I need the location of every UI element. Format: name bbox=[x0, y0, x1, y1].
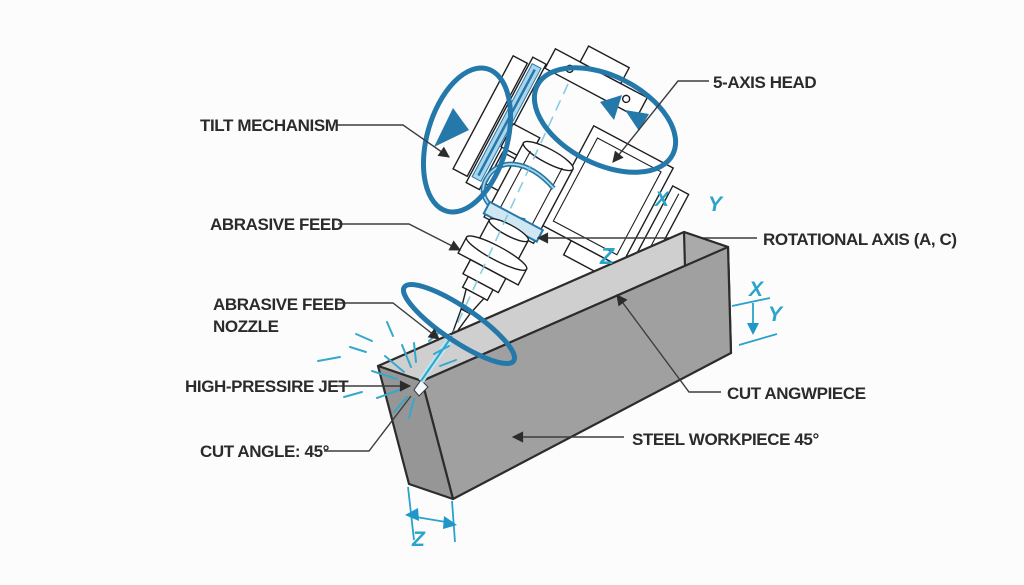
water-jet bbox=[420, 335, 453, 382]
c-axis-arrowhead-2 bbox=[625, 110, 649, 131]
leader-cut-workpiece bbox=[616, 294, 721, 393]
tilt-rotation-arrowhead bbox=[434, 108, 469, 147]
bolt bbox=[621, 94, 631, 104]
leader-cut-angle bbox=[324, 395, 412, 452]
label-tilt-mechanism: TILT MECHANISM bbox=[200, 116, 339, 135]
nozzle-rotation-ellipse bbox=[400, 281, 518, 367]
dim-z-label: Z bbox=[411, 528, 426, 551]
leader-abrasive-feed-nozzle bbox=[336, 302, 440, 340]
leader-tilt-mechanism bbox=[337, 124, 450, 158]
label-abrasive-feed-nozzle-line1: ABRASIVE FEED bbox=[213, 295, 346, 314]
guide-core bbox=[477, 68, 536, 177]
tilt-rotation-ellipse bbox=[420, 65, 514, 215]
dim-x-label: X bbox=[748, 278, 765, 301]
dim-left-arrowhead bbox=[405, 508, 419, 521]
workpiece-left-face bbox=[376, 364, 455, 501]
label-cut-angle: CUT ANGLE: 45° bbox=[200, 442, 330, 461]
dim-marker-bottom: Z bbox=[405, 486, 457, 551]
c-axis-rotation-ellipse bbox=[531, 65, 679, 175]
c-axis-arrowhead bbox=[600, 95, 622, 120]
leader-five-axis-head bbox=[612, 80, 709, 163]
label-abrasive-feed: ABRASIVE FEED bbox=[210, 215, 343, 234]
axis-x-label: X bbox=[654, 188, 671, 211]
label-cut-workpiece: CUT ANGWPIECE bbox=[727, 384, 866, 403]
label-abrasive-feed-nozzle-line2: NOZZLE bbox=[213, 317, 279, 336]
axis-y-label: Y bbox=[708, 193, 724, 216]
dim-marker-right: X Y bbox=[731, 278, 784, 346]
dim-y-label: Y bbox=[768, 303, 784, 326]
cut-kerf-notch bbox=[413, 379, 429, 397]
rail-plate bbox=[452, 54, 529, 178]
workpiece bbox=[376, 230, 733, 501]
dim-down-arrowhead bbox=[747, 323, 759, 335]
label-steel-workpiece: STEEL WORKPIECE 45° bbox=[632, 430, 819, 449]
label-rotational-axis: ROTATIONAL AXIS (A, C) bbox=[763, 230, 957, 249]
dim-right-arrowhead bbox=[443, 516, 457, 529]
label-five-axis-head: 5-AXIS HEAD bbox=[713, 73, 816, 92]
tool-axis-centerline bbox=[436, 83, 569, 369]
label-high-pressure-jet: HIGH-PRESSIRE JET bbox=[185, 377, 349, 396]
axis-z-label: Z bbox=[599, 243, 615, 269]
leader-abrasive-feed bbox=[338, 223, 461, 251]
splash-lines bbox=[317, 321, 457, 419]
